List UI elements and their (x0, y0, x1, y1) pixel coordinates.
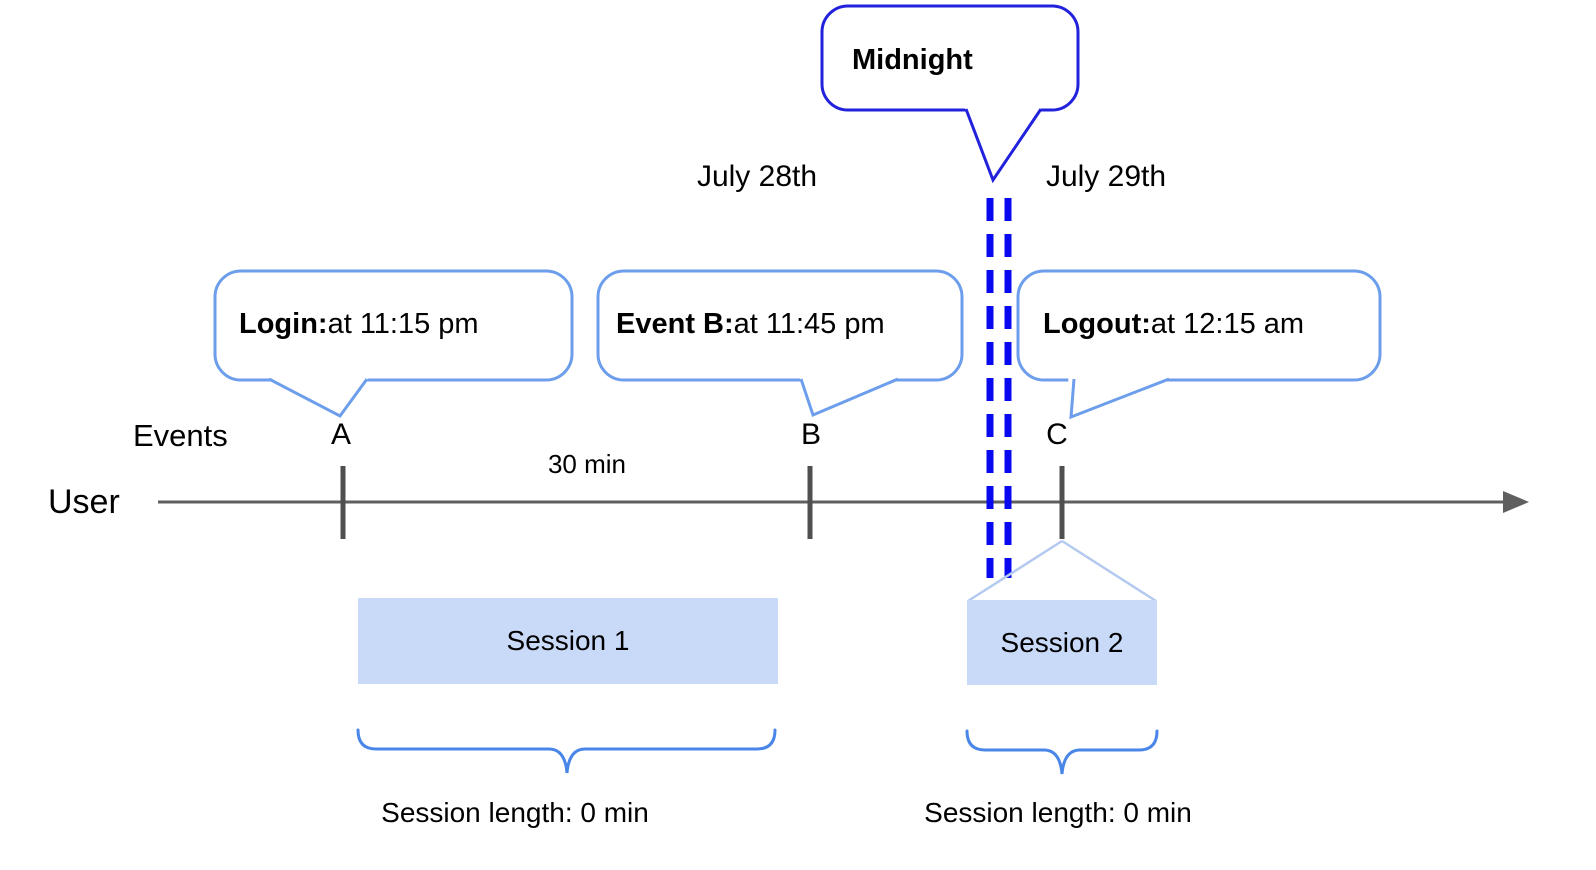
logout-callout-label: Logout: (1043, 307, 1151, 340)
event-b-callout-text: Event B: at 11:45 pm (616, 271, 962, 377)
logout-callout-detail: at 12:15 am (1150, 307, 1305, 340)
event-b-callout-tail-fill (799, 376, 901, 418)
session-2-connector-right (1061, 539, 1157, 603)
session-2-length-label: Session length: 0 min (924, 797, 1192, 828)
session-1-bar: Session 1 (358, 598, 778, 684)
login-callout-text: Login: at 11:15 pm (239, 271, 572, 377)
user-axis-label: User (48, 483, 120, 521)
logout-callout-text: Logout: at 12:15 am (1043, 271, 1380, 377)
login-callout-tail-fill (267, 376, 370, 418)
interval-label: 30 min (547, 449, 627, 479)
midnight-label: Midnight (852, 44, 973, 76)
login-callout-label: Login: (239, 307, 328, 340)
event-b-callout-bubble (596, 269, 964, 382)
session-2-connector-left (967, 539, 1063, 603)
midnight-callout-tail-fill (964, 106, 1043, 182)
login-callout-bubble (213, 269, 574, 382)
session-2-name: Session 2 (1000, 626, 1124, 658)
midnight-callout-tail (964, 108, 1043, 184)
session-2-brace (965, 729, 1159, 775)
logout-callout-tail (1069, 377, 1170, 420)
events-axis-label: Events (133, 418, 228, 453)
marker-c: C (1046, 418, 1068, 451)
login-callout-tail (268, 377, 369, 418)
session-1-brace (356, 728, 777, 774)
session-1-name: Session 1 (506, 625, 630, 656)
date-label-july-29: July 29th (1045, 160, 1167, 193)
event-b-callout-tail (799, 377, 899, 418)
session-2-bar: Session 2 (967, 600, 1157, 685)
midnight-callout-bubble (820, 4, 1080, 112)
date-label-july-28: July 28th (696, 160, 818, 193)
session-1-length-label: Session length: 0 min (381, 797, 649, 828)
login-callout-detail: at 11:15 pm (327, 307, 479, 340)
event-b-callout-detail: at 11:45 pm (733, 307, 885, 340)
marker-a: A (330, 418, 352, 451)
marker-b: B (800, 418, 822, 451)
logout-callout-bubble (1016, 269, 1382, 382)
timeline-arrowhead-icon (1503, 491, 1529, 513)
event-b-callout-label: Event B: (616, 307, 734, 340)
